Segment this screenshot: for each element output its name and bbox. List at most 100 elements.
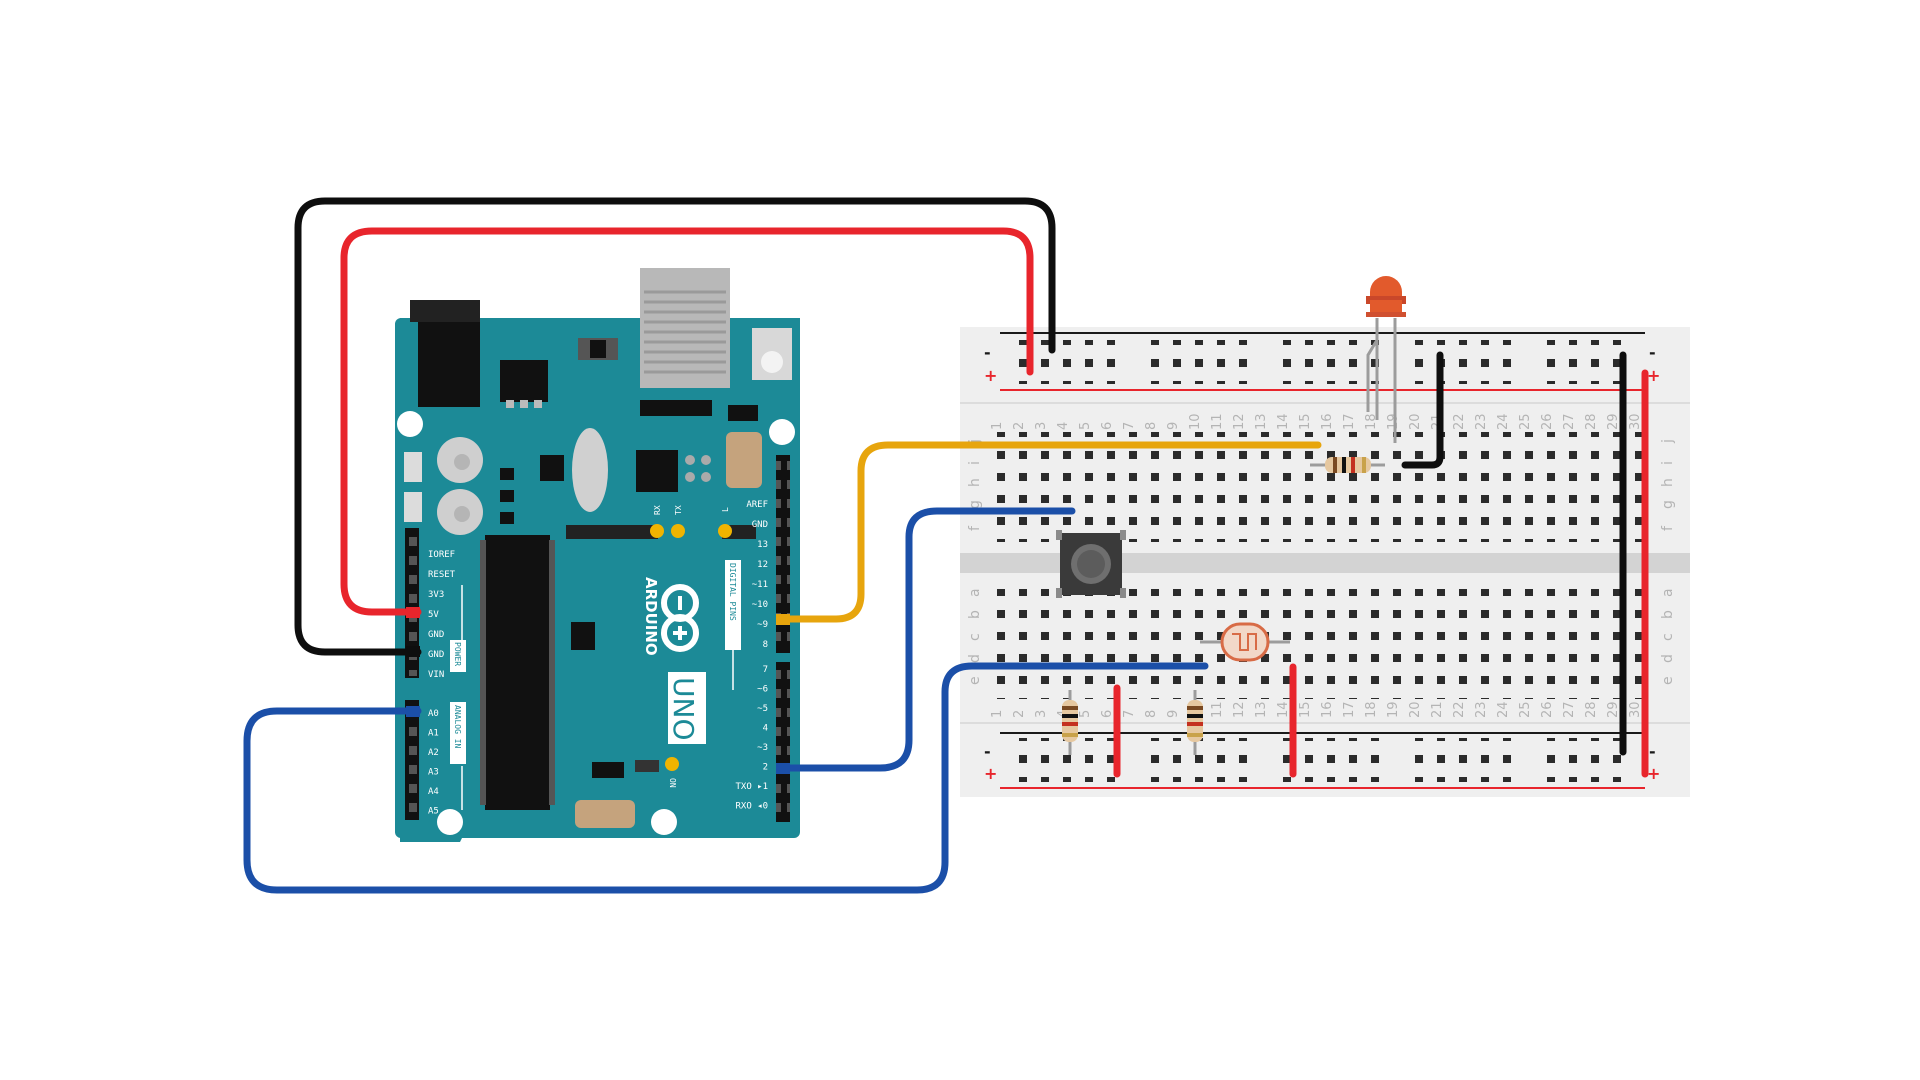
column-number: 28 (1584, 701, 1599, 718)
analog-header-label: ANALOG IN (453, 705, 462, 749)
column-number: 14 (1276, 413, 1291, 430)
resistor-led (1310, 457, 1385, 473)
column-number: 2 (1012, 710, 1027, 718)
wire-pin2-to-button (786, 507, 1076, 772)
header-icsp2 (726, 432, 762, 488)
row-letter: e (967, 676, 983, 685)
row-letter: i (1660, 461, 1676, 465)
column-number: 8 (1144, 422, 1159, 430)
column-number: 17 (1342, 413, 1357, 430)
column-number: 9 (1166, 710, 1181, 718)
digital-pin-label: 7 (763, 665, 768, 675)
column-number: 19 (1386, 701, 1401, 718)
header-icsp (640, 400, 712, 416)
crystal-oscillator (572, 428, 608, 512)
column-number: 5 (1078, 710, 1093, 718)
led (1366, 276, 1406, 443)
rx-led (650, 524, 664, 538)
digital-pin-label: ~3 (757, 743, 768, 753)
digital-pin-label: TXO ▸1 (735, 782, 768, 792)
column-number: 3 (1034, 422, 1049, 430)
row-letter: c (1660, 633, 1676, 641)
column-number: 22 (1452, 701, 1467, 718)
rail-minus-sign: - (984, 742, 991, 761)
column-number: 30 (1628, 413, 1643, 430)
tx-label: TX (674, 505, 683, 515)
mounting-hole (651, 809, 677, 835)
digital-pin-label: 13 (757, 540, 768, 550)
row-letter: a (967, 588, 983, 597)
column-number: 3 (1034, 710, 1049, 718)
row-letter: f (1660, 525, 1676, 531)
column-number: 5 (1078, 422, 1093, 430)
analog-pin-label: A5 (428, 807, 439, 817)
digital-pin-label: 4 (763, 724, 768, 734)
header-icsp3 (575, 800, 635, 828)
power-pin-label: VIN (428, 670, 444, 680)
column-number: 20 (1408, 701, 1423, 718)
pushbutton (1056, 530, 1126, 598)
column-number: 23 (1474, 413, 1489, 430)
resistor-button (1062, 690, 1078, 755)
column-number: 18 (1364, 701, 1379, 718)
column-number: 6 (1100, 422, 1115, 430)
column-number: 21 (1430, 701, 1445, 718)
dc-jack (410, 300, 480, 322)
row-letter: c (967, 633, 983, 641)
column-number: 8 (1144, 710, 1159, 718)
model-plate (668, 672, 706, 744)
photoresistor (1200, 622, 1290, 662)
digital-header-label: DIGITAL PINS (728, 563, 737, 621)
row-letter: f (967, 525, 983, 531)
column-number: 24 (1496, 701, 1511, 718)
digital-pin-label: ~10 (752, 600, 768, 610)
digital-pin-label: 8 (763, 640, 768, 650)
digital-pin-label: RXO ◂0 (735, 802, 768, 812)
column-number: 20 (1408, 413, 1423, 430)
analog-pin-label: A2 (428, 748, 439, 758)
column-number: 15 (1298, 413, 1313, 430)
voltage-regulator (500, 360, 548, 402)
on-led (665, 757, 679, 771)
rail-plus-sign: + (1647, 764, 1660, 783)
l-led (718, 524, 732, 538)
power-pin-label: RESET (428, 570, 456, 580)
brand-name: ARDUINO (642, 577, 660, 656)
rail-plus-sign: + (984, 764, 997, 783)
bottom-rail-holes (1018, 738, 1634, 782)
power-pin-label: 5V (428, 610, 439, 620)
power-pin-label: IOREF (428, 550, 455, 560)
wire-a0-to-photoresistor (243, 662, 1209, 894)
column-number: 14 (1276, 701, 1291, 718)
mounting-hole (437, 809, 463, 835)
column-number: 1 (990, 710, 1005, 718)
column-number: 28 (1584, 413, 1599, 430)
breadboard-center-channel (960, 553, 1690, 573)
terminal-holes-bottom (985, 589, 1645, 699)
analog-pin-label: A0 (428, 709, 439, 719)
row-letter: g (967, 500, 983, 509)
tx-led (671, 524, 685, 538)
column-number: 4 (1056, 422, 1071, 430)
column-number: 13 (1254, 701, 1269, 718)
mounting-hole (397, 411, 423, 437)
rail-minus-sign: - (1649, 343, 1656, 362)
column-number: 6 (1100, 710, 1115, 718)
wire-led-gnd (1401, 351, 1444, 469)
column-numbers-bottom: 1234567891011121314151617181920212223242… (990, 701, 1643, 718)
column-number: 25 (1518, 413, 1533, 430)
digital-pin-label: ~9 (757, 620, 768, 630)
column-number: 10 (1188, 413, 1203, 430)
wire-gnd-to-rail (294, 197, 1056, 656)
power-header-label: POWER (453, 642, 462, 666)
rx-label: RX (653, 505, 662, 515)
rail-minus-sign: - (984, 343, 991, 362)
digital-pin-label: 2 (763, 763, 768, 773)
column-number: 26 (1540, 701, 1555, 718)
arduino-uno-board: RX TX L ON ARDUINO UNO POWER ANALOG IN D… (395, 268, 800, 842)
row-letter: j (1660, 439, 1676, 444)
column-number: 29 (1606, 701, 1621, 718)
column-number: 13 (1254, 413, 1269, 430)
